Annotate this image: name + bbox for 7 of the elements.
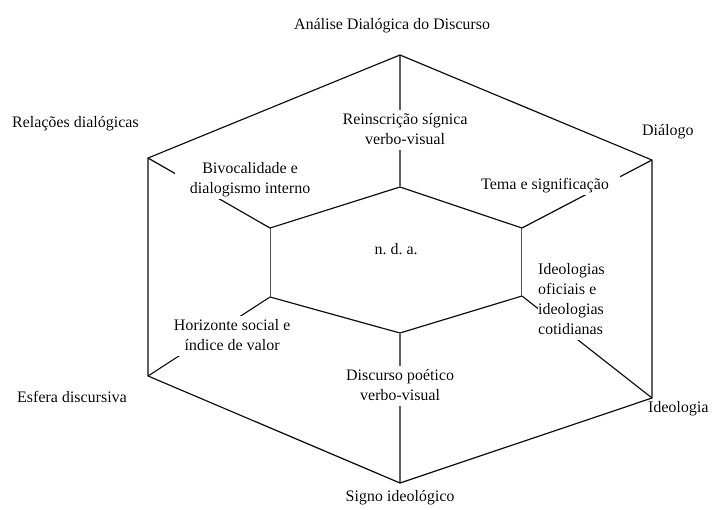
vertex-label: Ideologia — [648, 398, 710, 418]
node-label: n. d. a. — [373, 240, 419, 260]
vertex-label: Análise Dialógica do Discurso — [293, 15, 491, 35]
vertex-label: Signo ideológico — [344, 487, 456, 507]
vertex-label: Diálogo — [642, 121, 695, 141]
vertex-label: Relações dialógicas — [12, 113, 140, 133]
vertex-label: Esfera discursiva — [17, 388, 128, 408]
